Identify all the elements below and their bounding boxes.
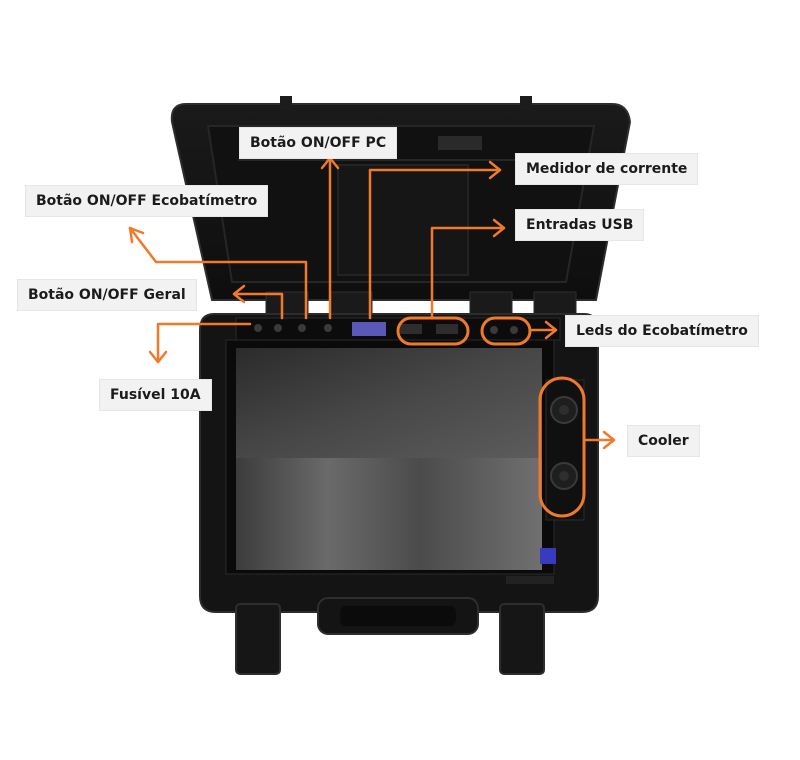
arrow-onoff-general [232,284,246,304]
cooler-highlight [538,376,586,518]
arrow-usb-inputs [492,218,506,238]
label-onoff-ecobat: Botão ON/OFF Ecobatímetro [26,186,268,216]
display-screen [225,339,556,584]
label-fuse: Fusível 10A [100,380,211,410]
label-current-meter: Medidor de corrente [516,154,698,184]
arrow-onoff-ecobat [128,226,145,244]
leader-current-meter [368,168,502,320]
leds-highlight [480,316,532,346]
leader-onoff-ecobat [128,226,308,320]
arrow-fuse [148,350,168,364]
leader-fuse [156,322,252,364]
label-onoff-pc: Botão ON/OFF PC [240,128,397,158]
arrow-cooler [602,430,616,450]
label-ecobat-leds: Leds do Ecobatímetro [566,316,758,346]
label-cooler: Cooler [628,426,699,456]
arrow-onoff-pc [320,156,340,170]
label-onoff-general: Botão ON/OFF Geral [18,280,196,310]
leader-onoff-general [232,292,284,320]
case-latches [235,597,545,675]
label-usb-inputs: Entradas USB [516,210,644,240]
arrow-current-meter [488,160,502,180]
arrow-ecobat-leds [544,320,558,340]
leader-usb-inputs [430,226,506,320]
cooler-panel [545,379,585,521]
